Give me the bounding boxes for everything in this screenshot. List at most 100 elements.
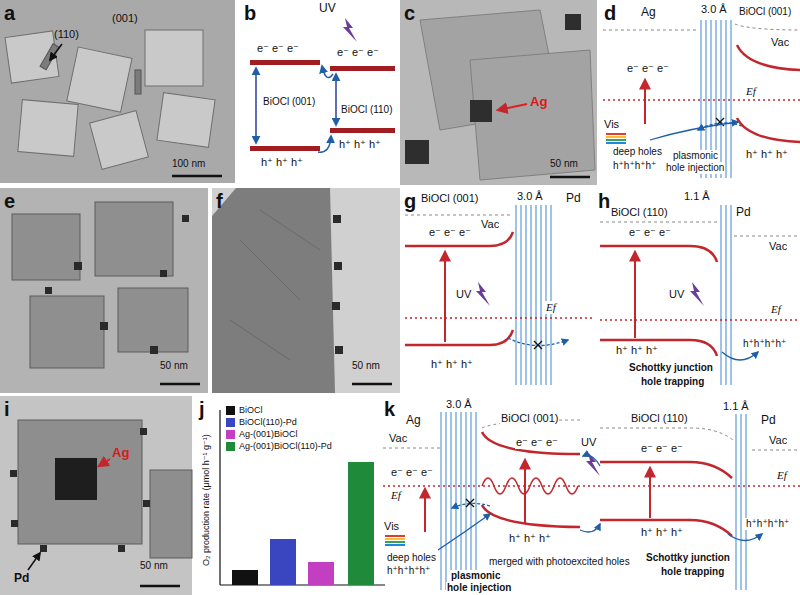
diagram-label: Vac — [768, 240, 788, 253]
diagram-label: hole injection — [446, 582, 512, 594]
diagram-label: hole injection — [665, 162, 725, 174]
diagram-label: UV — [455, 288, 472, 301]
tem-image: iAgPd 50 nm — [0, 396, 192, 595]
legend-swatch — [226, 442, 235, 451]
image-label: Ag — [530, 95, 547, 110]
diagram-label: h⁺h⁺h⁺h⁺ — [742, 338, 787, 350]
diagram-label: Ag — [640, 6, 657, 20]
diagram-label: e⁻ e⁻ e⁻ — [390, 466, 434, 479]
image-label: 100 nm — [172, 158, 205, 170]
panel-letter: c — [404, 2, 415, 25]
diagram-label: e⁻ e⁻ e⁻ — [515, 436, 559, 449]
diagram-label: Vac — [768, 434, 788, 447]
diagram-label: h⁺ h⁺ h⁺ — [338, 138, 382, 151]
diagram-label: 1.1 Å — [683, 190, 711, 203]
diagram-label: deep holes — [612, 146, 663, 158]
diagram-label: BiOCl (001) — [500, 412, 559, 425]
legend-row: BiOCl — [226, 404, 332, 416]
legend-row: BiOCl(110)-Pd — [226, 416, 332, 428]
diagram-label: Ef — [745, 85, 757, 98]
diagram-label: plasmonic — [450, 570, 501, 582]
diagram-label: BiOCl (001) — [262, 96, 316, 108]
diagram-label: BiOCl (110) — [340, 104, 394, 116]
diagram-label: BiOCl (110) — [610, 206, 669, 219]
diagram-label: BiOCl (001) — [738, 6, 792, 18]
diagram-label: UV — [668, 288, 685, 301]
diagram-label: Vac — [770, 36, 790, 49]
legend-text: Ag-(001)BiOCl — [239, 429, 298, 439]
diagram-label: h⁺ h⁺ h⁺ — [508, 532, 552, 545]
diagram-label: 1.1 Å — [722, 400, 750, 413]
image-label: Pd — [14, 572, 29, 586]
panel-letter: j — [198, 398, 206, 421]
panel-letter: k — [383, 398, 396, 421]
diagram-label: e⁻ e⁻ e⁻ — [640, 442, 684, 455]
tem-image: cAg 50 nm — [400, 0, 597, 185]
image-label: 50 nm — [160, 360, 188, 372]
legend-row: Ag-(001)BiOCl(110)-Pd — [226, 440, 332, 452]
legend-text: BiOCl — [239, 405, 263, 415]
legend-swatch — [226, 430, 235, 439]
diagram-label: plasmonic — [672, 150, 719, 162]
diagram-label: h⁺h⁺h⁺h⁺ — [745, 518, 790, 530]
diagram-label: h⁺h⁺h⁺h⁺ — [386, 565, 431, 577]
diagram-label: e⁻ e⁻ e⁻ — [628, 226, 672, 239]
diagram-label: UV — [580, 436, 597, 449]
image-label: 50 nm — [550, 158, 578, 170]
legend-row: Ag-(001)BiOCl — [226, 428, 332, 440]
diagram-label: Pd — [735, 206, 752, 220]
panel-letter: g — [403, 190, 417, 213]
image-label: (001) — [112, 12, 138, 25]
tem-image: e 50 nm — [0, 188, 208, 393]
diagram-label: Schottky junction — [628, 362, 714, 374]
diagram-label: 3.0 Å — [445, 398, 473, 411]
image-label: Ag — [112, 446, 129, 461]
diagram-label: h⁺ h⁺ h⁺ — [615, 344, 659, 357]
diagram-label: deep holes — [386, 552, 437, 564]
diagram-label: Ag — [405, 414, 422, 428]
diagram-label: Schottky junction — [645, 552, 731, 564]
diagram-label: Vac — [480, 218, 500, 231]
diagram-label: Ef — [390, 489, 402, 502]
diagram-label: h⁺ h⁺ h⁺ — [430, 358, 474, 371]
panel-letter: e — [4, 190, 15, 213]
diagram-label: UV — [318, 2, 337, 16]
diagram-label: Pd — [760, 414, 777, 428]
tem-image: a (001) (110) 100 nm — [0, 0, 235, 183]
panel-letter: d — [603, 2, 617, 25]
diagram-label: h⁺ h⁺ h⁺ — [640, 526, 684, 539]
diagram-label: Pd — [565, 192, 582, 206]
diagram-label: hole trapping — [660, 566, 725, 578]
legend-text: BiOCl(110)-Pd — [239, 417, 297, 427]
diagram-label: 3.0 Å — [516, 190, 544, 203]
panel-letter: i — [4, 398, 10, 421]
diagram-label: h⁺ h⁺ h⁺ — [260, 156, 304, 169]
diagram-label: BiOCl (001) — [420, 192, 479, 205]
legend-swatch — [226, 406, 235, 415]
diagram-label: BiOCl (110) — [630, 412, 689, 425]
diagram-label: e⁻ e⁻ e⁻ — [626, 62, 670, 75]
image-label: 50 nm — [140, 560, 168, 572]
tem-image: f 50 nm — [212, 188, 400, 393]
diagram-label: Ef — [770, 303, 782, 316]
image-label: 50 nm — [352, 360, 380, 372]
panel-letter: a — [4, 2, 15, 25]
panel-letter: b — [243, 2, 257, 25]
diagram-label: Ef — [776, 469, 788, 482]
diagram-label: hole trapping — [640, 376, 705, 388]
diagram-label: Ef — [545, 301, 557, 314]
diagram-label: Vis — [383, 520, 400, 533]
diagram-label: h⁺ h⁺ h⁺ — [745, 148, 789, 161]
diagram-label: Vac — [388, 432, 408, 445]
diagram-label: 3.0 Å — [700, 3, 728, 16]
image-label: (110) — [54, 28, 79, 41]
legend-swatch — [226, 418, 235, 427]
diagram-label: merged with photoexcited holes — [488, 556, 631, 568]
diagram-label: Vis — [603, 118, 620, 131]
panel-letter: f — [216, 190, 223, 213]
legend-text: Ag-(001)BiOCl(110)-Pd — [239, 441, 332, 451]
diagram-label: O₂ production rate (μmol h⁻¹ g⁻¹) — [201, 433, 211, 567]
chart-legend: BiOClBiOCl(110)-PdAg-(001)BiOClAg-(001)B… — [226, 404, 332, 452]
diagram-label: e⁻ e⁻ e⁻ — [428, 226, 472, 239]
